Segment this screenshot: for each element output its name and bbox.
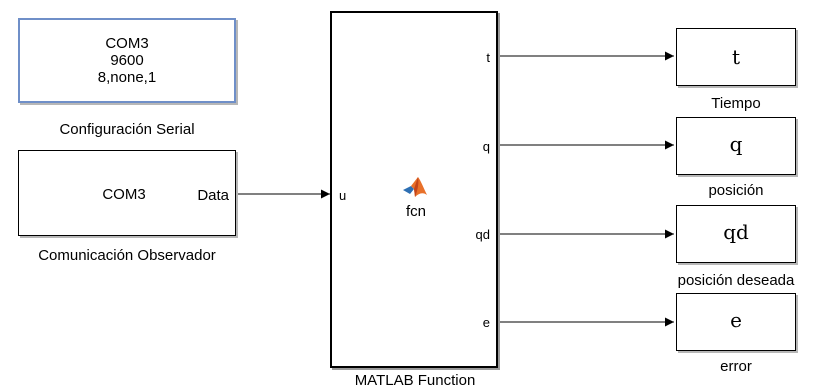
serial-config-line-format: 8,none,1	[97, 69, 157, 86]
display-posicion-deseada-caption: posición deseada	[677, 272, 795, 289]
matlab-function-name: fcn	[405, 203, 426, 220]
display-error-block[interactable]: e	[676, 293, 796, 351]
serial-config-caption: Configuración Serial	[59, 121, 195, 138]
display-tiempo-caption: Tiempo	[711, 95, 761, 112]
matlab-function-caption: MATLAB Function	[354, 372, 476, 389]
observer-comm-block[interactable]: COM3 Data	[18, 150, 236, 236]
display-posicion-symbol: q	[729, 132, 743, 156]
matlab-port-out-e: e	[482, 315, 490, 330]
display-tiempo-symbol: t	[731, 45, 741, 69]
serial-config-block[interactable]: COM3 9600 8,none,1	[18, 18, 236, 103]
display-posicion-block[interactable]: q	[676, 117, 796, 175]
matlab-port-out-t: t	[486, 50, 490, 65]
display-error-symbol: e	[730, 308, 742, 332]
matlab-logo-icon	[403, 177, 427, 197]
observer-comm-caption: Comunicación Observador	[38, 247, 216, 264]
serial-config-line-port: COM3	[105, 35, 149, 52]
display-posicion-caption: posición	[708, 182, 764, 199]
matlab-port-out-q: q	[482, 139, 490, 154]
display-posicion-deseada-block[interactable]: qd	[676, 205, 796, 263]
display-tiempo-block[interactable]: t	[676, 28, 796, 86]
observer-comm-port-data: Data	[197, 187, 229, 204]
serial-config-text: COM3 9600 8,none,1	[20, 35, 234, 86]
matlab-function-block[interactable]: u t q qd e fcn	[330, 11, 498, 368]
serial-config-line-baud: 9600	[110, 52, 144, 69]
display-posicion-deseada-symbol: qd	[723, 220, 749, 244]
matlab-port-in-u: u	[339, 188, 347, 203]
observer-comm-text: COM3	[102, 186, 146, 203]
matlab-port-out-qd: qd	[475, 227, 490, 242]
display-error-caption: error	[720, 358, 752, 375]
